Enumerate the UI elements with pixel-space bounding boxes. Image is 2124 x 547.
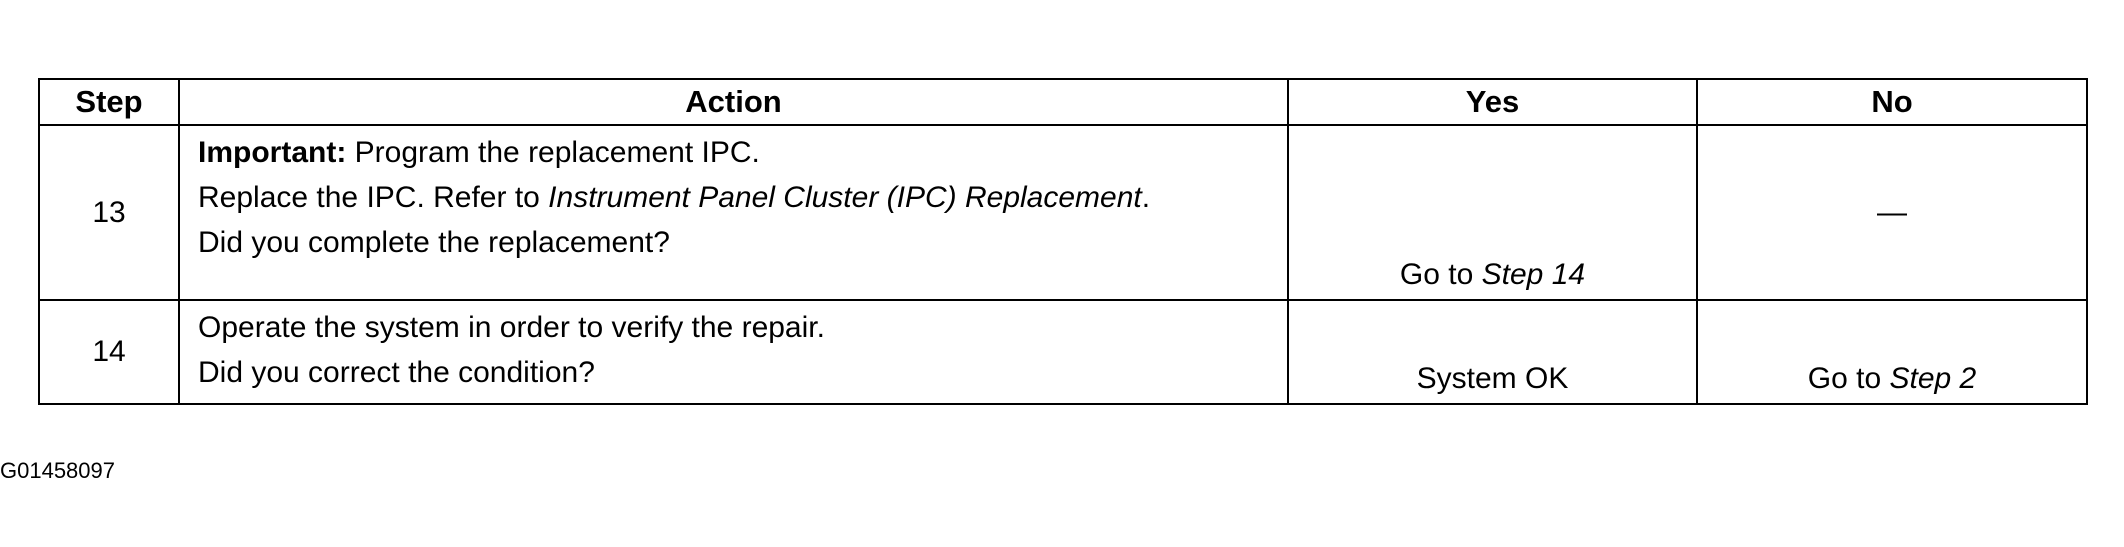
header-step: Step (38, 78, 180, 126)
diagnostic-table: Step Action Yes No 13 Important: Program… (38, 78, 2088, 405)
yes-result: System OK (1287, 299, 1698, 405)
no-result: Go to Step 2 (1696, 299, 2088, 405)
no-prefix: Go to (1807, 362, 1890, 395)
step-2-link[interactable]: Step 2 (1889, 362, 1977, 395)
replace-instruction: Replace the IPC. Refer to Instrument Pan… (198, 181, 1269, 214)
table-row: 13 Important: Program the replacement IP… (38, 124, 2088, 301)
yes-prefix: Go to (1399, 258, 1482, 291)
figure-id-caption: G01458097 (0, 458, 115, 483)
table-row: 14 Operate the system in order to verify… (38, 299, 2088, 405)
important-note: Important: Program the replacement IPC. (198, 136, 1269, 169)
header-action: Action (178, 78, 1289, 126)
action-cell: Important: Program the replacement IPC. … (178, 124, 1289, 301)
action-question: Did you complete the replacement? (198, 226, 670, 259)
replace-prefix: Replace the IPC. Refer to (198, 181, 549, 214)
no-result: — (1696, 124, 2088, 301)
step-number: 14 (38, 299, 180, 405)
action-cell: Operate the system in order to verify th… (178, 299, 1289, 405)
header-no: No (1696, 78, 2088, 126)
important-label: Important: (198, 136, 347, 169)
action-question: Did you correct the condition? (198, 356, 595, 389)
replace-suffix: . (1141, 181, 1151, 214)
yes-result: Go to Step 14 (1287, 124, 1698, 301)
action-instruction: Operate the system in order to verify th… (198, 311, 825, 344)
header-yes: Yes (1287, 78, 1698, 126)
procedure-reference-link[interactable]: Instrument Panel Cluster (IPC) Replaceme… (548, 181, 1142, 214)
important-text: Program the replacement IPC. (346, 136, 760, 169)
table-header-row: Step Action Yes No (38, 78, 2088, 126)
step-14-link[interactable]: Step 14 (1481, 258, 1586, 291)
step-number: 13 (38, 124, 180, 301)
